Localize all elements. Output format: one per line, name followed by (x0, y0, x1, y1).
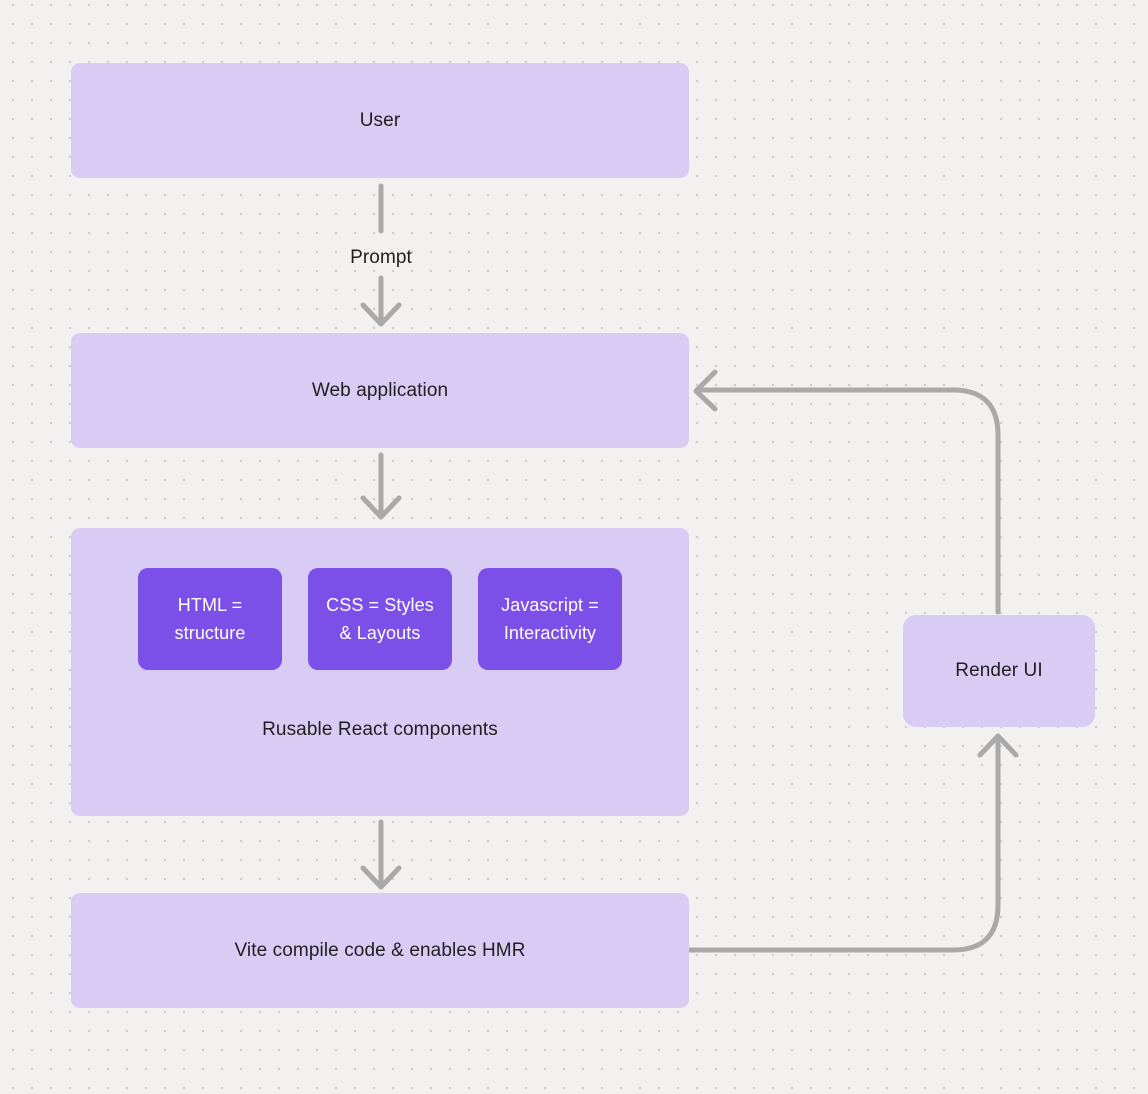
chip-html[interactable]: HTML = structure (138, 568, 282, 670)
node-user[interactable]: User (71, 63, 689, 178)
chip-javascript-label: Javascript = Interactivity (501, 595, 599, 643)
chip-css[interactable]: CSS = Styles & Layouts (308, 568, 452, 670)
node-user-label: User (359, 109, 401, 131)
node-vite-label: Vite compile code & enables HMR (234, 939, 526, 961)
node-render-ui[interactable]: Render UI (903, 615, 1095, 727)
arrow-components-to-vite-arrowhead-icon (360, 865, 402, 890)
node-vite[interactable]: Vite compile code & enables HMR (71, 893, 689, 1008)
node-components-group[interactable]: HTML = structure CSS = Styles & Layouts … (71, 528, 689, 816)
chip-css-label: CSS = Styles & Layouts (326, 595, 434, 643)
arrow-renderui-to-webapp-arrowhead-icon (693, 369, 718, 412)
node-render-ui-label: Render UI (955, 660, 1043, 682)
arrow-renderui-to-webapp-line (697, 387, 1001, 615)
chip-html-label: HTML = structure (174, 595, 246, 643)
arrow-vite-to-renderui-line (686, 738, 1001, 953)
edge-prompt-label: Prompt (350, 247, 412, 268)
node-web-application[interactable]: Web application (71, 333, 689, 448)
arrow-webapp-to-components-arrowhead-icon (360, 495, 402, 520)
node-web-application-label: Web application (311, 379, 449, 401)
chip-javascript[interactable]: Javascript = Interactivity (478, 568, 622, 670)
arrow-user-to-webapp-arrowhead-icon (360, 302, 402, 327)
arrow-vite-to-renderui-arrowhead-icon (977, 733, 1019, 758)
components-group-caption: Rusable React components (262, 719, 498, 740)
